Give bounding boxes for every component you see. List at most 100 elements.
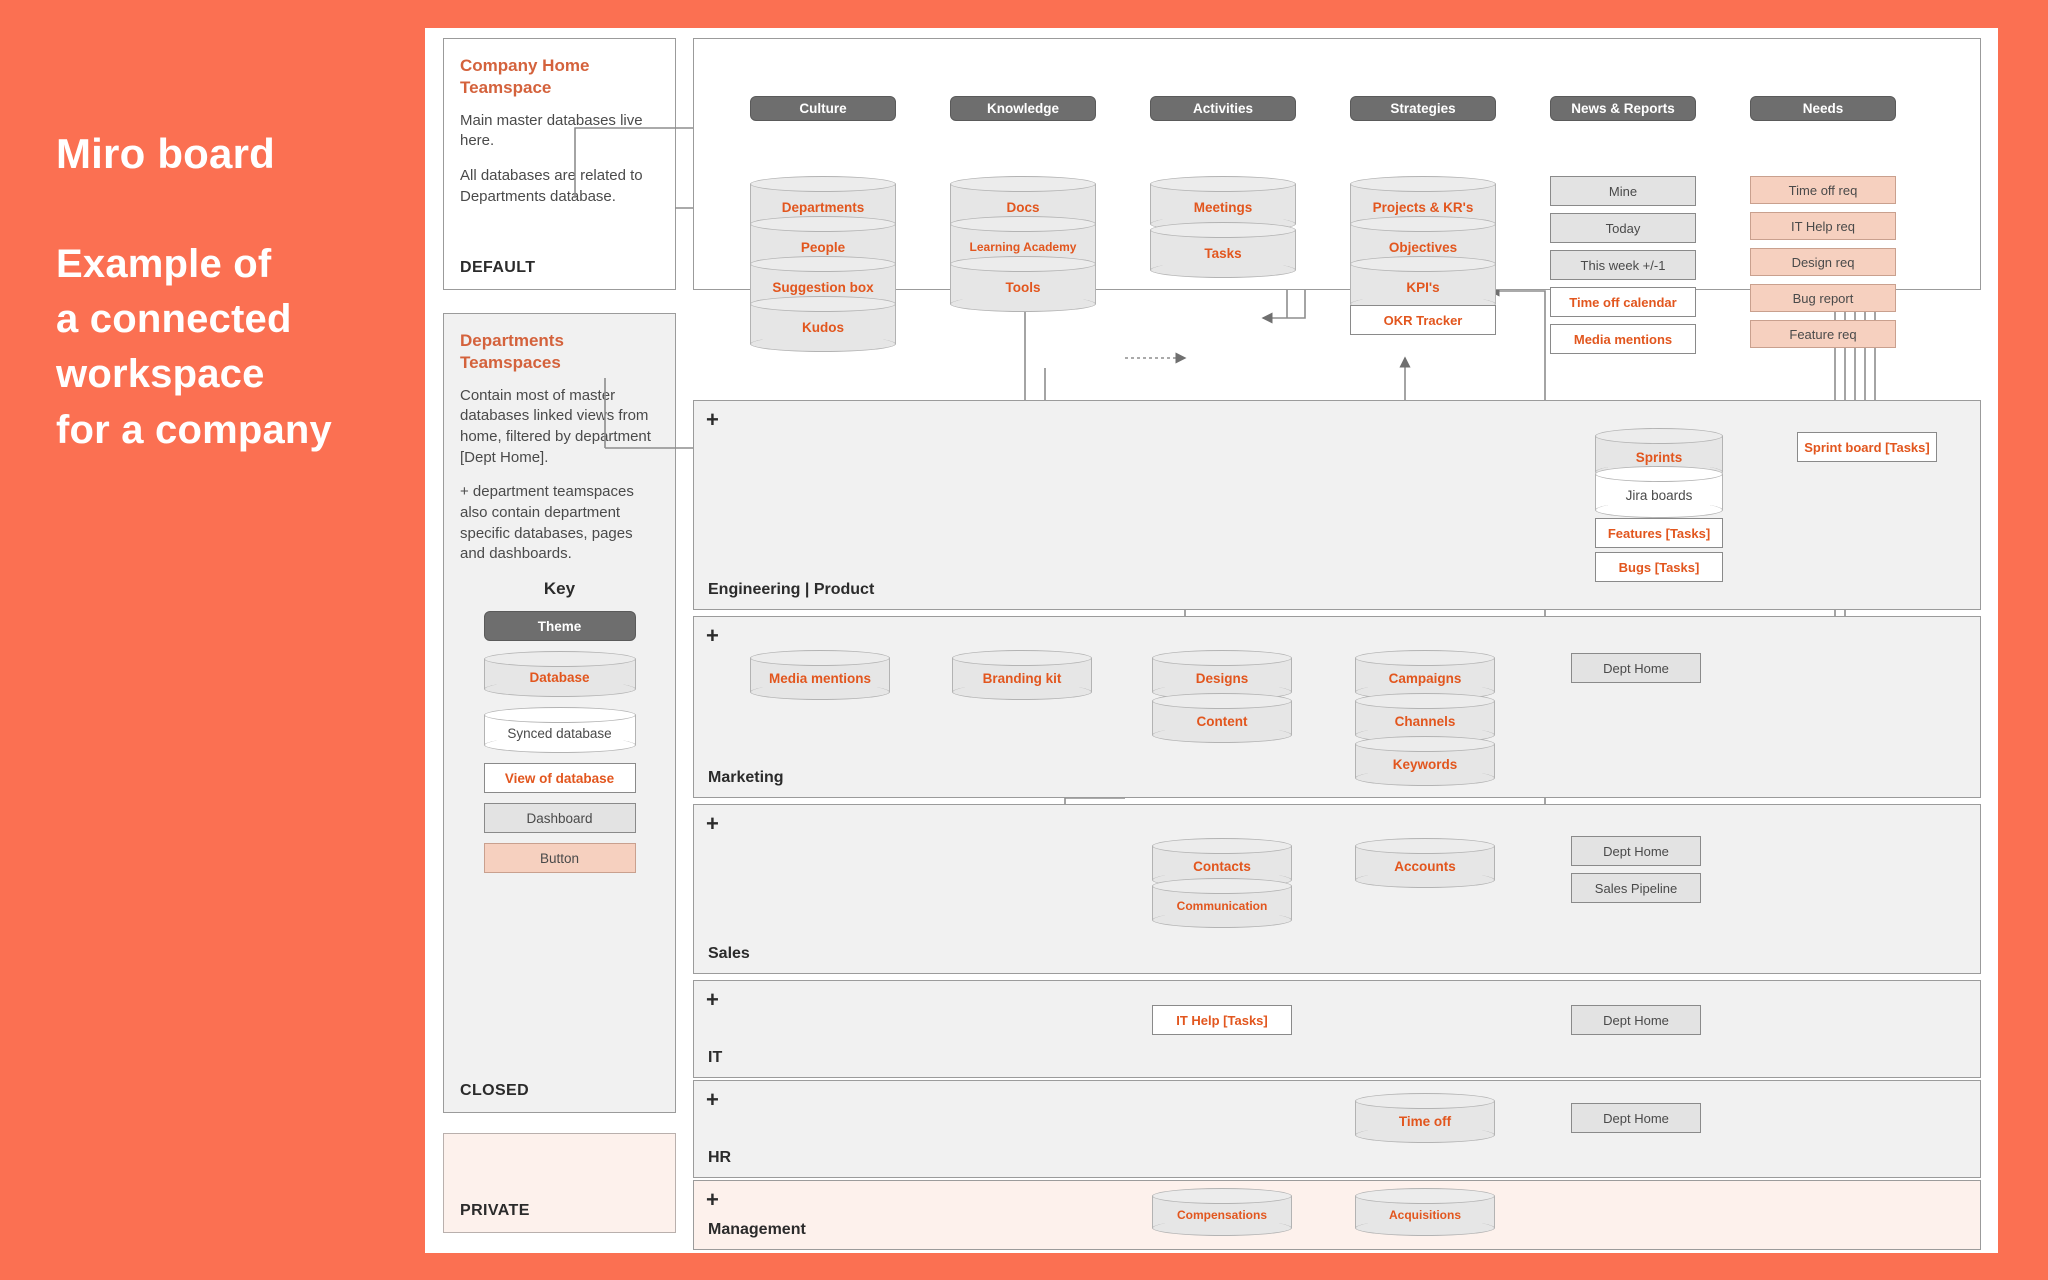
cylinder-top [1150,176,1296,192]
db-accounts[interactable]: Accounts [1355,838,1495,888]
sidebar-card-private[interactable]: PRIVATE [443,1133,676,1233]
button-bug-report[interactable]: Bug report [1750,284,1896,312]
cylinder-bottom [1355,1127,1495,1143]
expand-plus-icon[interactable]: + [706,987,719,1012]
db-designs[interactable]: Designs [1152,650,1292,700]
cylinder-top [750,296,896,312]
view-media-mentions[interactable]: Media mentions [1550,324,1696,354]
db-sprints[interactable]: Sprints [1595,428,1723,480]
db-media-mentions-mkt[interactable]: Media mentions [750,650,890,700]
panel-hr[interactable]: + HR [693,1080,1981,1178]
dashboard-dept-home-hr[interactable]: Dept Home [1571,1103,1701,1133]
dashboard-this-week[interactable]: This week +/-1 [1550,250,1696,280]
db-content[interactable]: Content [1152,693,1292,743]
cylinder-bottom [750,336,896,352]
db-label: Jira boards [1625,487,1693,503]
button-time-off-req[interactable]: Time off req [1750,176,1896,204]
dashboard-dept-home-sales[interactable]: Dept Home [1571,836,1701,866]
db-tools[interactable]: Tools [950,256,1096,312]
theme-strategies[interactable]: Strategies [1350,96,1496,121]
db-communication[interactable]: Communication [1152,878,1292,928]
db-meetings[interactable]: Meetings [1150,176,1296,232]
db-label: Content [1196,713,1248,729]
key-item-view-of-database: View of database [460,763,659,793]
cylinder-bottom [1355,872,1495,888]
db-tasks[interactable]: Tasks [1150,222,1296,278]
panel-marketing[interactable]: + Marketing [693,616,1981,798]
db-label: Docs [1006,199,1040,215]
db-suggestion-box[interactable]: Suggestion box [750,256,896,312]
card-tag-default: DEFAULT [460,259,536,276]
db-jira-boards[interactable]: Jira boards [1595,466,1723,518]
theme-needs[interactable]: Needs [1750,96,1896,121]
expand-plus-icon[interactable]: + [706,1187,719,1212]
card-paragraph: Main master databases live here. [460,111,643,150]
card-tag-closed: CLOSED [460,1082,530,1099]
db-objectives[interactable]: Objectives [1350,216,1496,272]
db-channels[interactable]: Channels [1355,693,1495,743]
button-it-help-req[interactable]: IT Help req [1750,212,1896,240]
db-campaigns[interactable]: Campaigns [1355,650,1495,700]
db-label: Tasks [1204,245,1242,261]
db-label: Compensations [1176,1208,1267,1222]
button-design-req[interactable]: Design req [1750,248,1896,276]
cylinder-top [483,651,636,667]
db-label: Tools [1005,279,1041,295]
db-departments[interactable]: Departments [750,176,896,232]
cylinder-top [1350,216,1496,232]
db-time-off[interactable]: Time off [1355,1093,1495,1143]
db-acquisitions[interactable]: Acquisitions [1355,1188,1495,1236]
cylinder-top [1150,222,1296,238]
db-label: Suggestion box [772,279,874,295]
panel-sales[interactable]: + Sales [693,804,1981,974]
db-contacts[interactable]: Contacts [1152,838,1292,888]
db-learning-academy[interactable]: Learning Academy [950,216,1096,272]
panel-engineering-product[interactable]: + Engineering | Product [693,400,1981,610]
view-sprint-board-tasks[interactable]: Sprint board [Tasks] [1797,432,1937,462]
button-feature-req[interactable]: Feature req [1750,320,1896,348]
theme-activities[interactable]: Activities [1150,96,1296,121]
db-docs[interactable]: Docs [950,176,1096,232]
dashboard-dept-home-marketing[interactable]: Dept Home [1571,653,1701,683]
panel-management[interactable]: + Management [693,1180,1981,1250]
theme-culture[interactable]: Culture [750,96,896,121]
db-kpis[interactable]: KPI's [1350,256,1496,312]
view-okr-tracker[interactable]: OKR Tracker [1350,305,1496,335]
db-people[interactable]: People [750,216,896,272]
db-projects-and-krs[interactable]: Projects & KR's [1350,176,1496,232]
cylinder-top [1152,650,1292,666]
view-it-help-tasks[interactable]: IT Help [Tasks] [1152,1005,1292,1035]
db-kudos[interactable]: Kudos [750,296,896,352]
dashboard-today[interactable]: Today [1550,213,1696,243]
dashboard-mine[interactable]: Mine [1550,176,1696,206]
view-bugs-tasks[interactable]: Bugs [Tasks] [1595,552,1723,582]
theme-knowledge[interactable]: Knowledge [950,96,1096,121]
db-branding-kit[interactable]: Branding kit [952,650,1092,700]
key-title: Key [543,579,576,598]
dashboard-sales-pipeline[interactable]: Sales Pipeline [1571,873,1701,903]
dashboard-dept-home-it[interactable]: Dept Home [1571,1005,1701,1035]
panel-it[interactable]: + IT [693,980,1981,1078]
expand-plus-icon[interactable]: + [706,407,719,432]
view-time-off-calendar[interactable]: Time off calendar [1550,287,1696,317]
db-label: Time off [1398,1113,1452,1129]
key-swatch-dashboard: Dashboard [483,803,636,833]
cylinder-top [1152,1188,1292,1204]
expand-plus-icon[interactable]: + [706,811,719,836]
view-features-tasks[interactable]: Features [Tasks] [1595,518,1723,548]
cylinder-top [1152,838,1292,854]
expand-plus-icon[interactable]: + [706,1087,719,1112]
cylinder-top [952,650,1092,666]
cylinder-top [750,216,896,232]
expand-plus-icon[interactable]: + [706,623,719,648]
db-compensations[interactable]: Compensations [1152,1188,1292,1236]
theme-news-reports[interactable]: News & Reports [1550,96,1696,121]
cylinder-bottom [1152,912,1292,928]
db-keywords[interactable]: Keywords [1355,736,1495,786]
